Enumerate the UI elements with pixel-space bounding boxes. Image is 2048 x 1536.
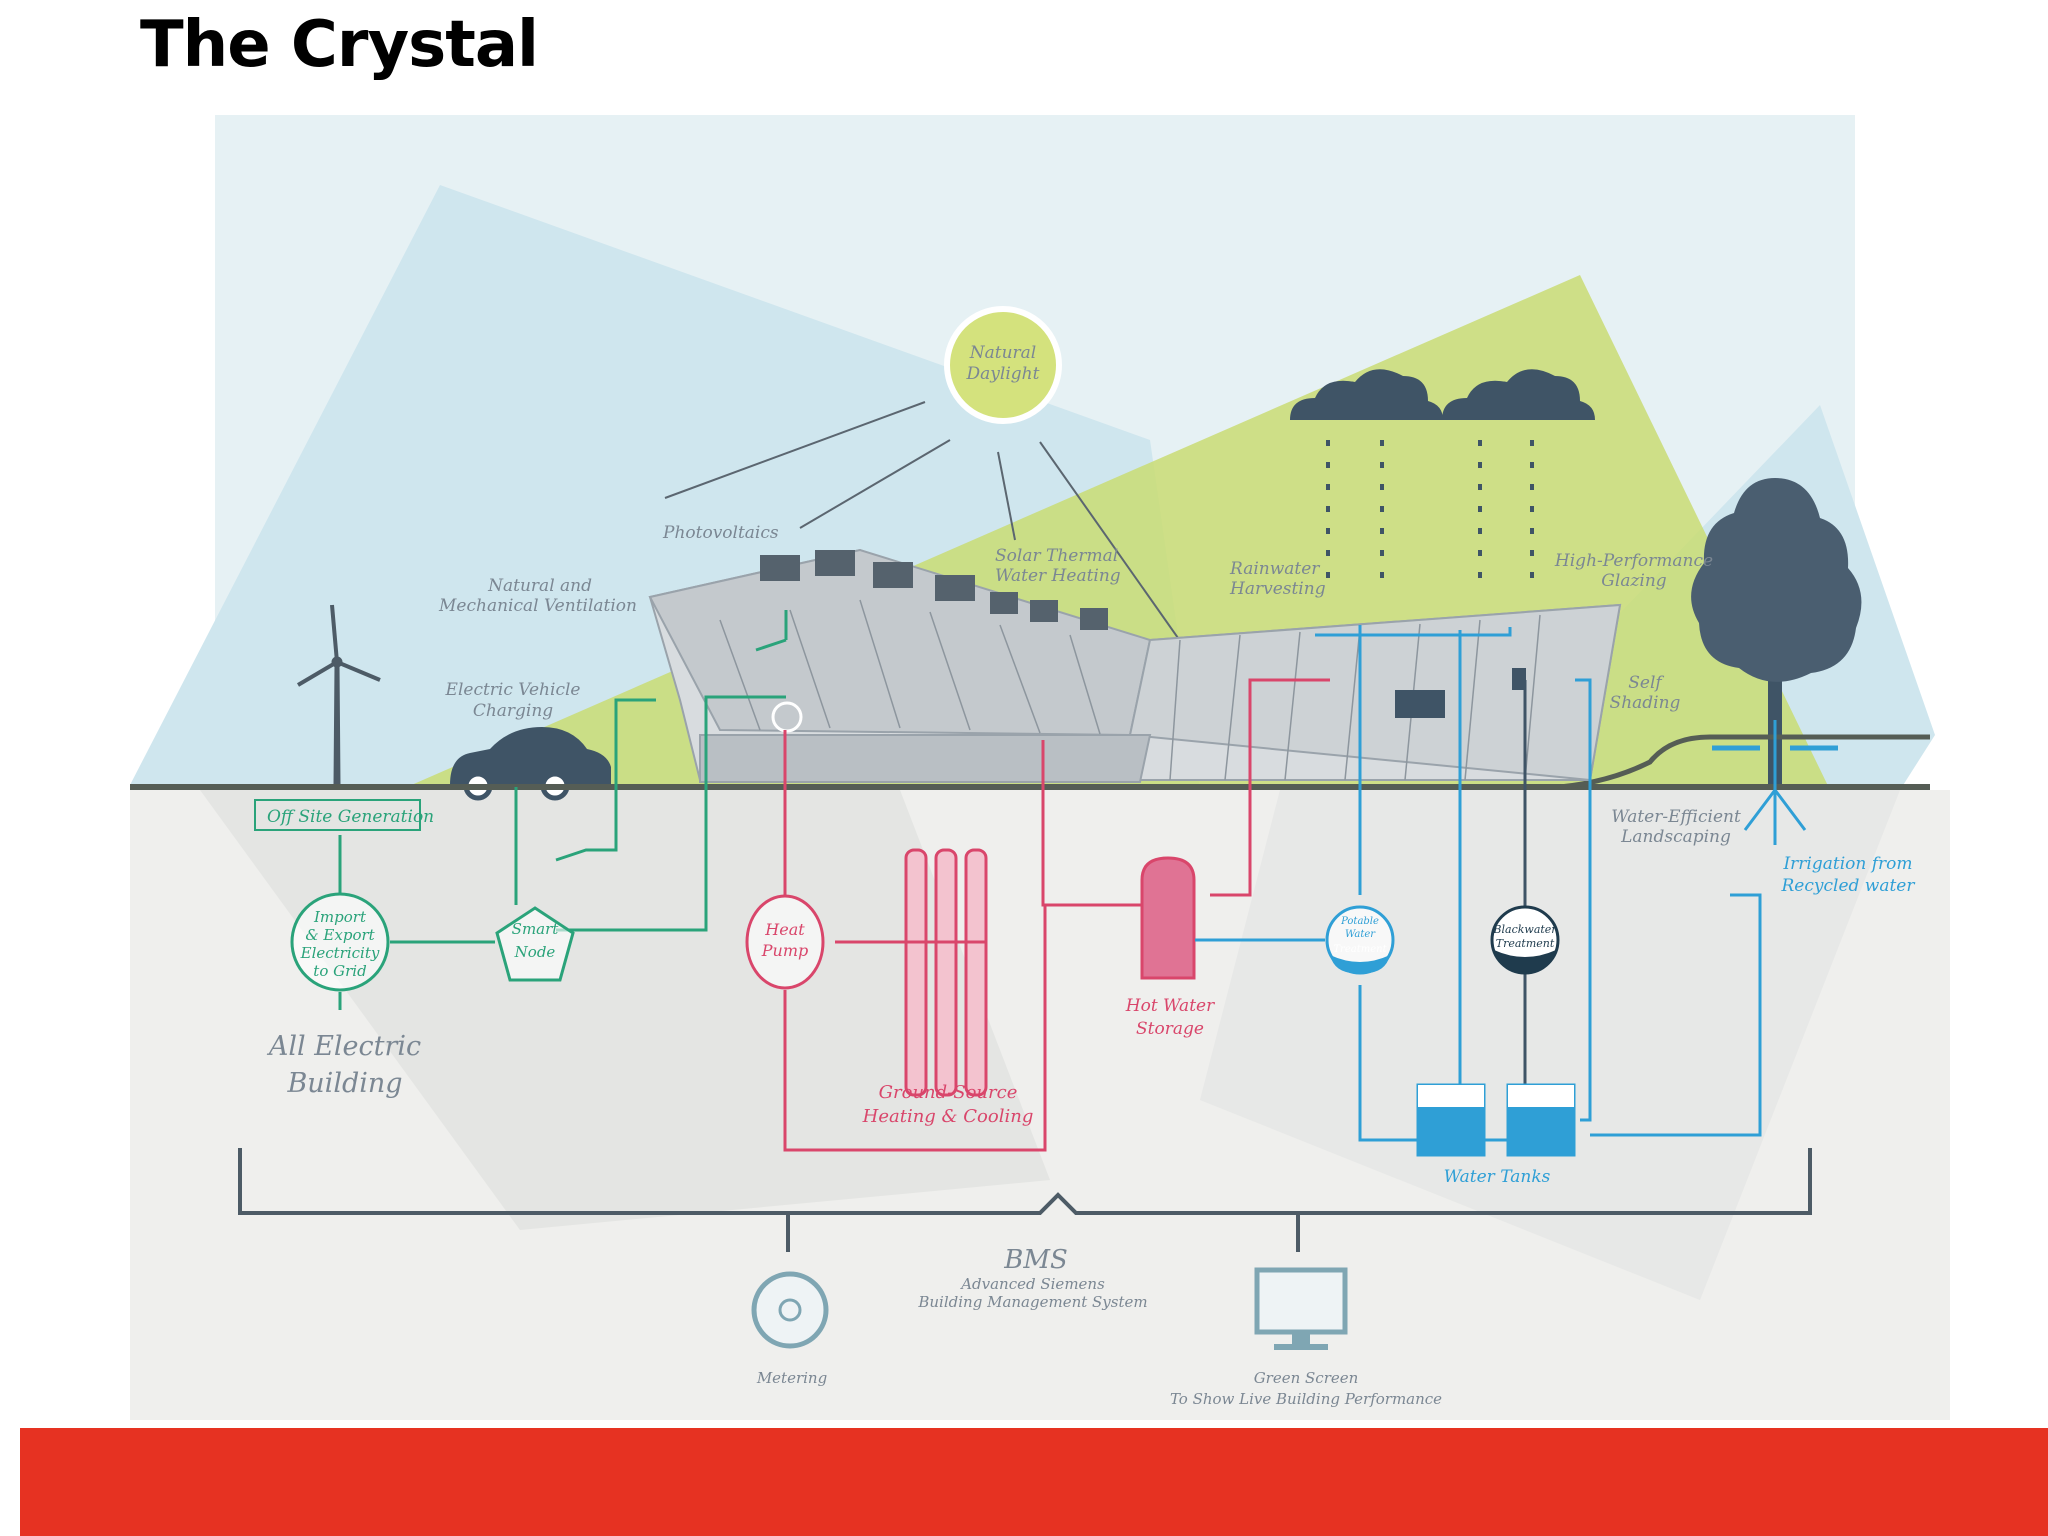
bms-bracket — [238, 1148, 1812, 1215]
potable-label-3: Treatment — [1333, 944, 1387, 955]
ev-label-1: Electric Vehicle — [445, 680, 581, 700]
heat-pump-label-1: Heat — [764, 920, 805, 939]
hot-water-tank — [1140, 856, 1196, 980]
green-screen-label-1: Green Screen — [1254, 1369, 1359, 1387]
shading-label-2: Shading — [1610, 693, 1681, 713]
footer-bar — [20, 1428, 2048, 1536]
smart-node-label-2: Node — [514, 943, 556, 961]
crystal-building — [648, 548, 1622, 783]
solar-thermal-label-2: Water Heating — [995, 566, 1121, 586]
photovoltaics-label: Photovoltaics — [662, 523, 779, 543]
solar-panels-icon — [760, 550, 1108, 630]
import-label-2: & Export — [305, 926, 375, 944]
all-electric-label-1: All Electric — [266, 1031, 421, 1062]
landscaping-label-2: Landscaping — [1620, 827, 1731, 847]
shading-label-1: Self — [1628, 673, 1664, 693]
rainwater-label-1: Rainwater — [1229, 559, 1320, 579]
grid-exchange-node — [290, 892, 390, 992]
hot-water-label-2: Storage — [1136, 1019, 1204, 1039]
irrigation-label-2: Recycled water — [1781, 876, 1916, 896]
wind-turbine-icon — [296, 604, 381, 786]
slide-title: The Crystal — [140, 8, 539, 82]
sun-ray-arrows — [664, 401, 1191, 656]
sink-and-toilet-icons — [1395, 668, 1526, 718]
potable-label-2: Water — [1345, 929, 1376, 940]
heating-network-lines — [783, 678, 1330, 1152]
ventilation-fan-icon — [771, 701, 803, 733]
glazing-label-1: High-Performance — [1554, 551, 1713, 571]
blackwater-label-2: Treatment — [1496, 937, 1555, 950]
smart-node-label-1: Smart — [512, 920, 560, 938]
blackwater-label-1: Blackwater — [1492, 923, 1557, 936]
water-tanks-label: Water Tanks — [1444, 1167, 1551, 1187]
glazing-label-2: Glazing — [1601, 571, 1666, 591]
ground-source-pipes — [904, 848, 988, 1097]
bms-sub-label-2: Building Management System — [917, 1293, 1147, 1311]
water-tanks-icon — [1416, 1083, 1576, 1157]
metering-label: Metering — [756, 1369, 827, 1387]
ventilation-label-1: Natural and — [487, 576, 592, 596]
import-label-3: Electricity — [300, 944, 380, 962]
irrigation-label-1: Irrigation from — [1782, 854, 1912, 874]
electric-network-lines — [338, 610, 788, 1010]
smart-node-shape — [495, 906, 575, 982]
metering-gauge-icon — [751, 1271, 829, 1349]
rain-drops — [1326, 440, 1534, 580]
rain-clouds-icon — [1290, 369, 1595, 420]
offsite-box — [254, 799, 421, 831]
ground-source-label-2: Heating & Cooling — [862, 1106, 1034, 1127]
import-label-1: Import — [313, 908, 367, 926]
daylight-label-2: Daylight — [966, 364, 1040, 384]
all-electric-label-2: Building — [286, 1068, 402, 1099]
heat-pump-label-2: Pump — [761, 941, 808, 960]
rainwater-label-2: Harvesting — [1229, 579, 1326, 599]
bms-label: BMS — [1003, 1245, 1068, 1275]
green-screen-label-2: To Show Live Building Performance — [1170, 1390, 1442, 1408]
green-screen-monitor-icon — [1254, 1267, 1348, 1350]
ground-source-label-1: Ground-Source — [879, 1082, 1018, 1103]
ground-shadow-left — [200, 790, 1050, 1230]
heat-pump-node — [745, 894, 825, 990]
sun-icon — [944, 306, 1062, 424]
daylight-label-1: Natural — [969, 343, 1037, 363]
offsite-label: Off Site Generation — [267, 807, 434, 827]
ventilation-label-2: Mechanical Ventilation — [438, 596, 637, 616]
solar-thermal-label-1: Solar Thermal — [995, 546, 1118, 566]
crystal-building-diagram: Natural Daylight — [130, 115, 1950, 1420]
tree-icon — [1691, 478, 1862, 790]
hot-water-label-1: Hot Water — [1125, 996, 1215, 1016]
ev-label-2: Charging — [473, 701, 553, 721]
potable-label-1: Potable — [1340, 916, 1379, 927]
bms-sub-label-1: Advanced Siemens — [959, 1275, 1105, 1293]
import-label-4: to Grid — [313, 962, 366, 980]
landscaping-label-1: Water-Efficient — [1611, 807, 1741, 827]
